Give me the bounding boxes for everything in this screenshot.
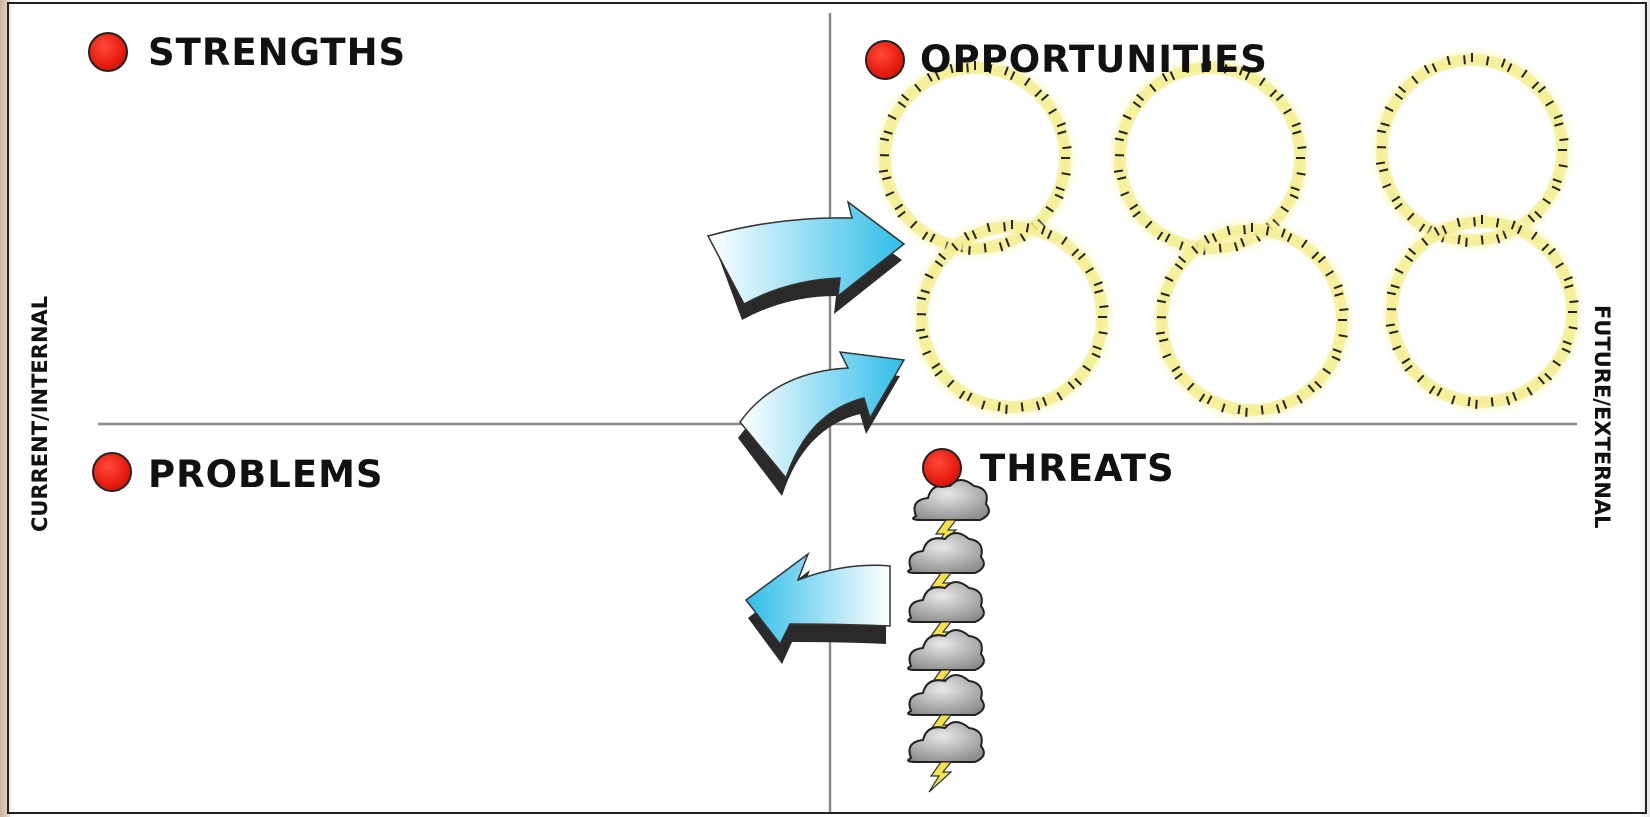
sun-circle-icon: [1378, 208, 1586, 416]
problems-bullet: [92, 452, 132, 492]
problems-title: PROBLEMS: [148, 453, 384, 496]
axis-label-future-external: FUTURE/EXTERNAL: [1590, 305, 1614, 529]
curved-arrow-icon: [706, 200, 906, 320]
strengths-title: STRENGTHS: [148, 31, 407, 74]
opportunities-bullet: [865, 40, 905, 80]
sun-circle-icon: [908, 213, 1116, 421]
diagram-frame: [7, 2, 1647, 814]
curved-arrow-icon: [738, 351, 906, 496]
curved-arrow-icon: [744, 551, 891, 664]
storm-cloud-icon: [907, 721, 985, 793]
opportunities-title: OPPORTUNITIES: [920, 38, 1268, 81]
threats-title: THREATS: [980, 447, 1175, 490]
sun-circle-icon: [1148, 216, 1356, 424]
sun-circle-icon: [1106, 54, 1314, 262]
threats-bullet: [922, 448, 962, 488]
axis-label-current-internal: CURRENT/INTERNAL: [28, 295, 52, 532]
strengths-bullet: [88, 32, 128, 72]
